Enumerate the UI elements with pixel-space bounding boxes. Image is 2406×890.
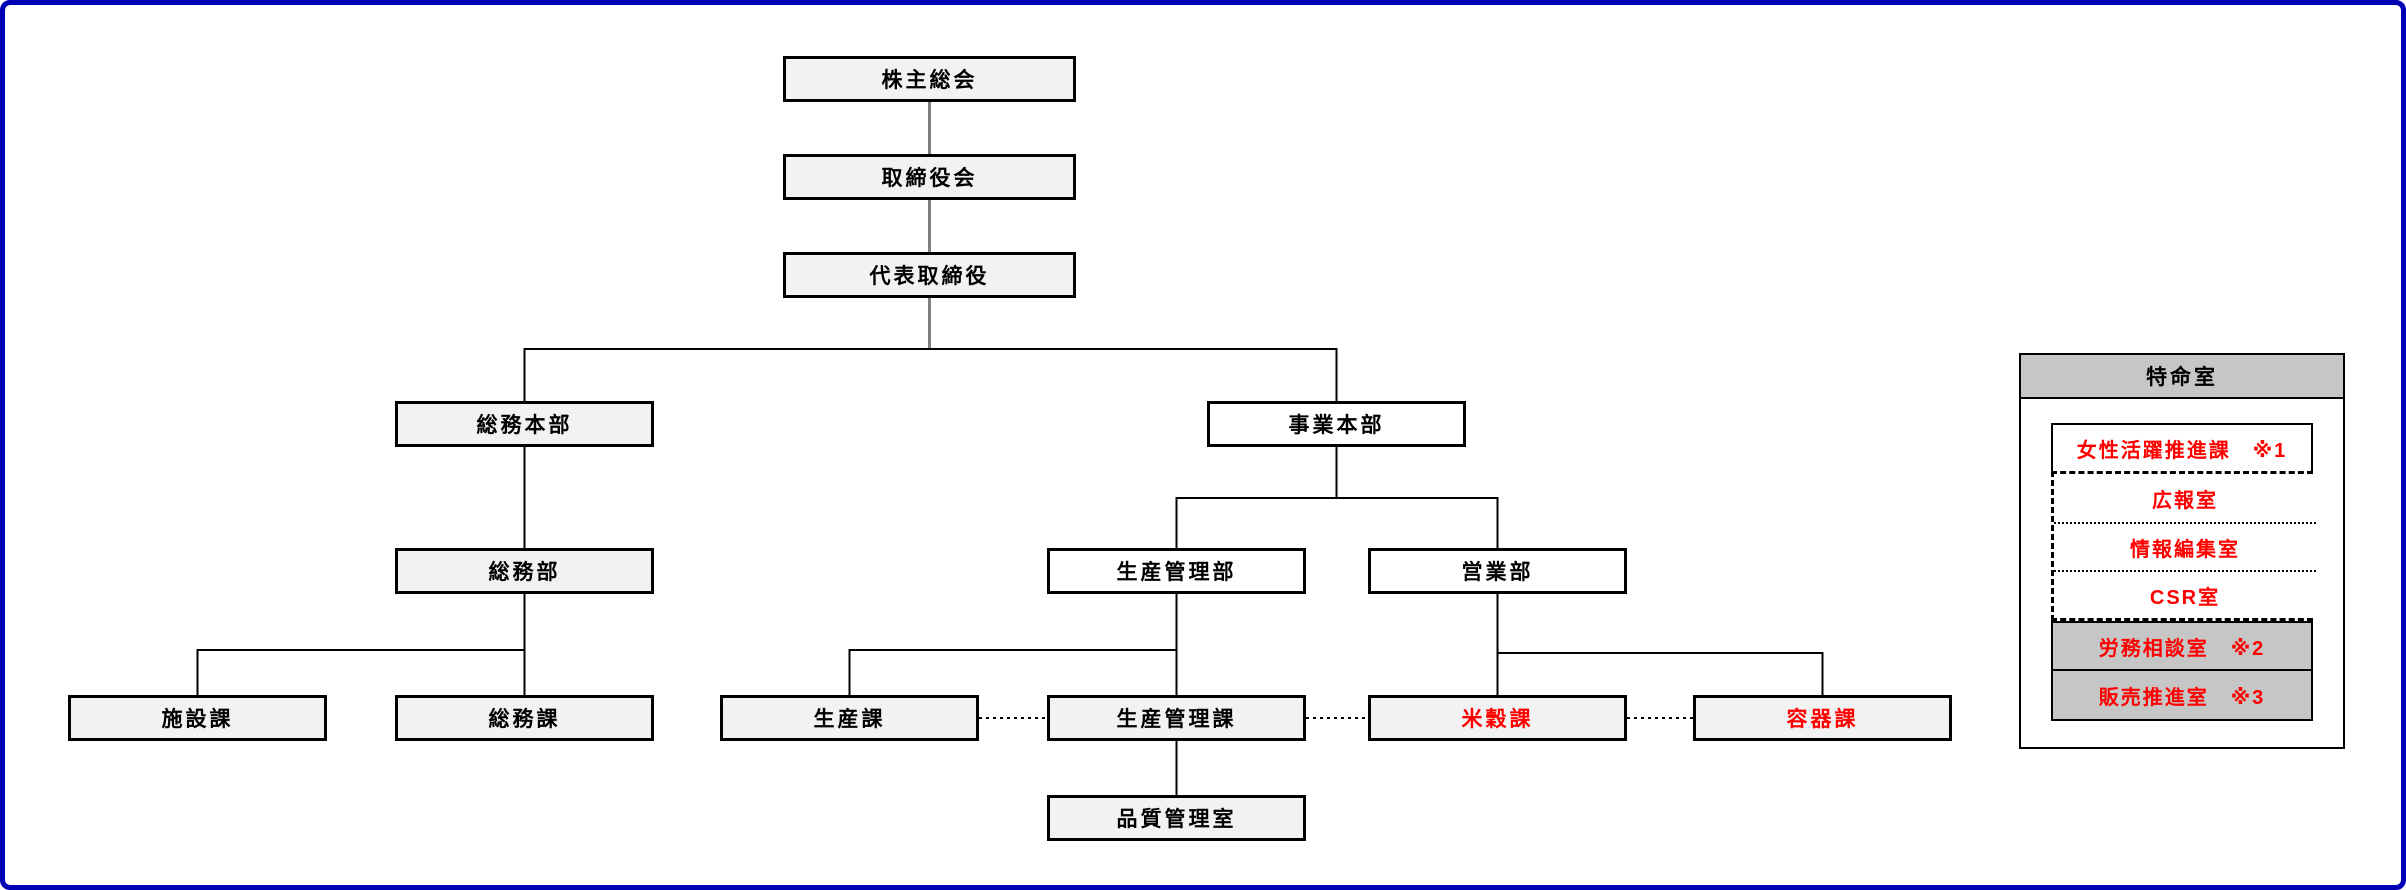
special-panel-body: 女性活躍推進課 ※1 広報室 情報編集室 CSR室 労務相談室 ※2 販売推進室… xyxy=(2019,399,2345,749)
org-node-production-section: 生産課 xyxy=(720,695,979,741)
connector-hq-branch xyxy=(523,348,1338,401)
org-node-representative-director: 代表取締役 xyxy=(783,252,1076,298)
panel-cell-public-relations: 広報室 xyxy=(2054,474,2316,522)
panel-cell-csr: CSR室 xyxy=(2054,570,2316,618)
connector-production-branch xyxy=(848,594,1178,795)
org-node-general-affairs-section: 総務課 xyxy=(395,695,654,741)
panel-cell-labor-consultation: 労務相談室 ※2 xyxy=(2051,621,2313,671)
special-panel-title: 特命室 xyxy=(2019,353,2345,399)
org-node-business-hq: 事業本部 xyxy=(1207,401,1466,447)
connector-sales-branch xyxy=(1496,594,1824,695)
connector-business-branch xyxy=(1175,447,1499,548)
org-node-general-affairs-dept: 総務部 xyxy=(395,548,654,594)
org-node-shareholders-meeting: 株主総会 xyxy=(783,56,1076,102)
org-node-production-control-section: 生産管理課 xyxy=(1047,695,1306,741)
panel-dashed-group: 広報室 情報編集室 CSR室 xyxy=(2051,471,2316,621)
org-node-general-affairs-hq: 総務本部 xyxy=(395,401,654,447)
connector-lines xyxy=(196,102,1824,795)
panel-cell-information-editing: 情報編集室 xyxy=(2054,522,2316,570)
panel-cell-women-advancement: 女性活躍推進課 ※1 xyxy=(2051,423,2313,471)
org-node-facilities-section: 施設課 xyxy=(68,695,327,741)
org-node-container-section: 容器課 xyxy=(1693,695,1952,741)
org-node-board-of-directors: 取締役会 xyxy=(783,154,1076,200)
panel-cell-sales-promotion: 販売推進室 ※3 xyxy=(2051,671,2313,721)
org-node-production-control-dept: 生産管理部 xyxy=(1047,548,1306,594)
org-node-sales-dept: 営業部 xyxy=(1368,548,1627,594)
special-panel-stack: 女性活躍推進課 ※1 広報室 情報編集室 CSR室 労務相談室 ※2 販売推進室… xyxy=(2051,423,2316,721)
connector-somu-chain xyxy=(196,447,526,695)
org-node-quality-control-office: 品質管理室 xyxy=(1047,795,1306,841)
org-node-rice-grain-section: 米穀課 xyxy=(1368,695,1627,741)
